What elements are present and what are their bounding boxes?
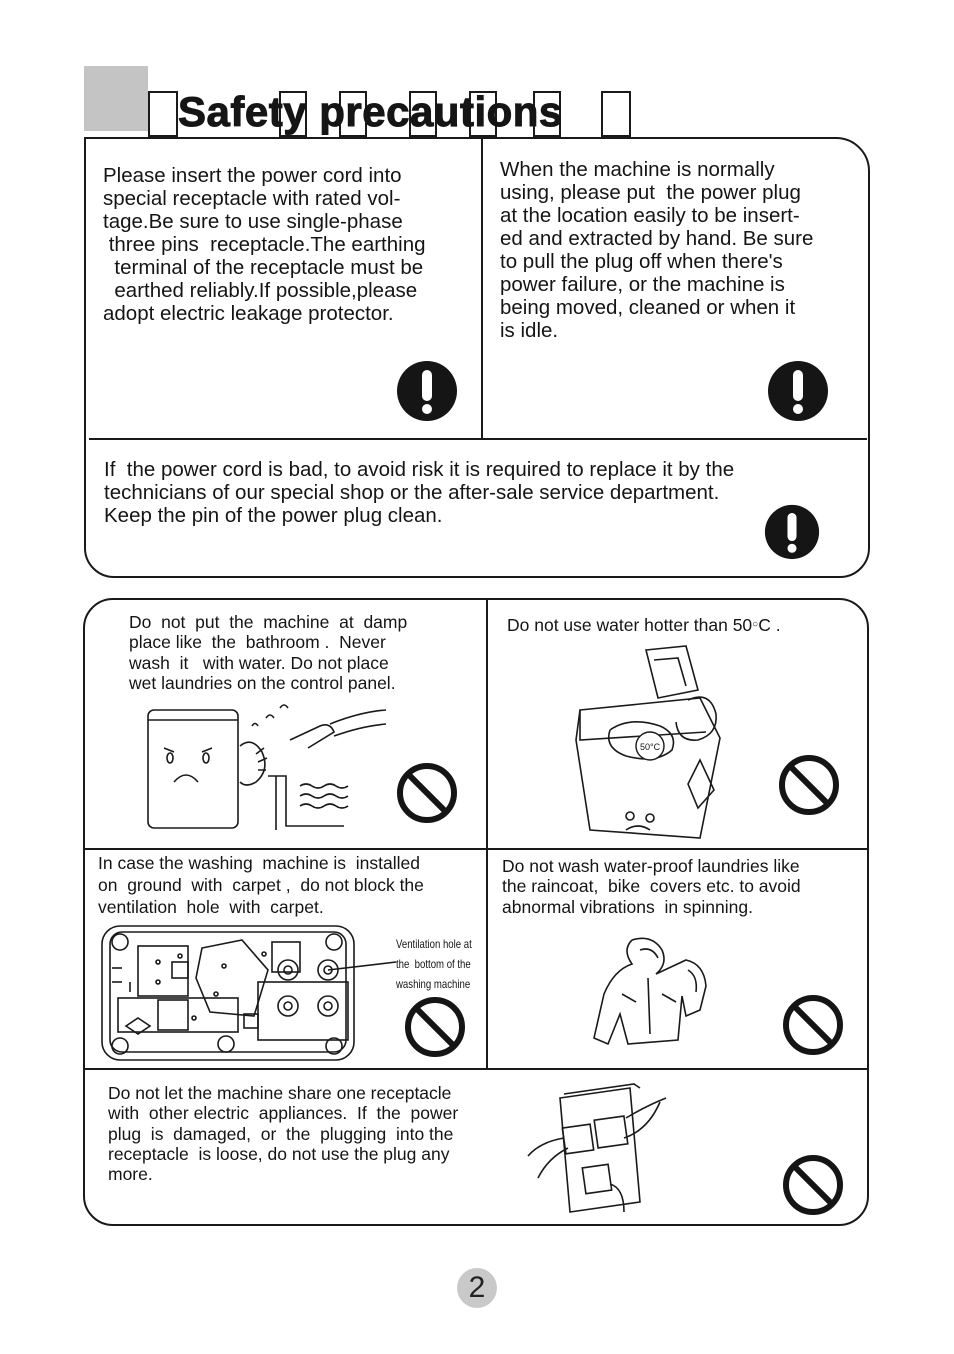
hot-water-washer-illustration: 50°C xyxy=(575,645,721,839)
power-plug-location-text: When the machine is normally using, plea… xyxy=(500,158,814,342)
top-panel-divider-vertical xyxy=(481,138,483,439)
bottom-panel xyxy=(83,598,869,1226)
raincoat-illustration xyxy=(593,937,707,1046)
carpet-ventilation-text: In case the washing machine is installed… xyxy=(98,853,424,917)
power-cord-receptacle-text: Please insert the power cord into specia… xyxy=(103,164,426,325)
wet-washer-illustration xyxy=(147,704,387,830)
ventilation-hole-label: Ventilation hole at the bottom of the wa… xyxy=(396,937,472,991)
title-frame-glyphs xyxy=(148,91,631,137)
exclamation-circle-icon xyxy=(397,361,457,421)
damp-place-warning-text: Do not put the machine at damp place lik… xyxy=(129,612,408,693)
washer-bottom-illustration xyxy=(101,925,397,1061)
bottom-panel-divider-row2 xyxy=(84,1068,868,1070)
degree-symbol: ○ xyxy=(752,619,759,630)
bottom-panel-divider-vertical xyxy=(486,599,488,1069)
prohibition-icon xyxy=(397,763,457,823)
page-number: 2 xyxy=(468,1271,486,1304)
page-title: Safety precautions xyxy=(178,88,563,136)
overloaded-outlet-illustration xyxy=(527,1083,667,1213)
page-title-wrap: Safety precautions xyxy=(178,86,563,138)
prohibition-icon xyxy=(405,997,465,1057)
exclamation-circle-icon xyxy=(764,504,820,560)
prohibition-icon xyxy=(783,995,843,1055)
waterproof-laundry-text: Do not wash water-proof laundries like t… xyxy=(502,856,801,917)
hot-water-label: 50°C xyxy=(640,742,661,752)
top-panel-divider-horizontal xyxy=(89,438,867,440)
top-panel xyxy=(84,137,870,578)
header-gray-tab xyxy=(84,66,148,131)
hot-water-warning: Do not use water hotter than 50○C . xyxy=(507,614,781,640)
power-cord-replacement-text: If the power cord is bad, to avoid risk … xyxy=(104,458,735,527)
exclamation-circle-icon xyxy=(768,361,828,421)
prohibition-icon xyxy=(779,755,839,815)
bottom-panel-divider-row1 xyxy=(84,848,868,850)
hot-water-unit: C . xyxy=(758,615,781,635)
page-number-badge: 2 xyxy=(457,1268,497,1308)
hot-water-warning-text: Do not use water hotter than 50 xyxy=(507,615,753,635)
shared-receptacle-text: Do not let the machine share one recepta… xyxy=(108,1083,459,1185)
prohibition-icon xyxy=(783,1155,843,1215)
